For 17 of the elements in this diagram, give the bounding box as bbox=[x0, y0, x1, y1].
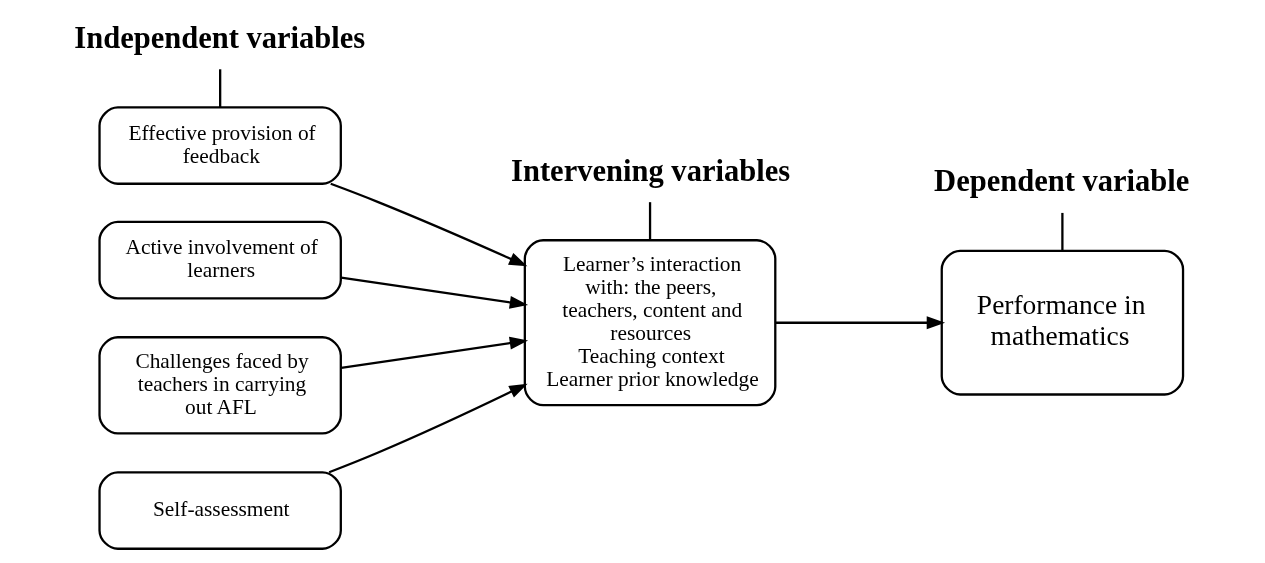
node-text: Dependent variable bbox=[934, 164, 1190, 199]
node-text: Intervening variables bbox=[511, 153, 791, 188]
arrow bbox=[341, 276, 529, 309]
node-box: Performance in mathematics bbox=[940, 249, 1185, 396]
node-box: Active involvement of learners bbox=[98, 220, 342, 300]
node-box: Self-assessment bbox=[98, 471, 342, 550]
node-box: Challenges faced by teachers in carrying out AFL bbox=[98, 336, 342, 435]
arrow bbox=[775, 316, 946, 330]
connector bbox=[219, 69, 222, 108]
arrow bbox=[328, 383, 528, 474]
connector bbox=[1061, 212, 1064, 251]
node-box: Effective provision of feedback bbox=[98, 106, 342, 185]
node-text: Independent variables bbox=[74, 20, 366, 55]
arrow bbox=[330, 182, 528, 267]
arrow bbox=[341, 336, 529, 369]
node-box: Learner’s interaction with: the peers, teachers, content and resources Teaching context Learner prior knowledge bbox=[523, 239, 777, 407]
connector bbox=[648, 202, 652, 240]
